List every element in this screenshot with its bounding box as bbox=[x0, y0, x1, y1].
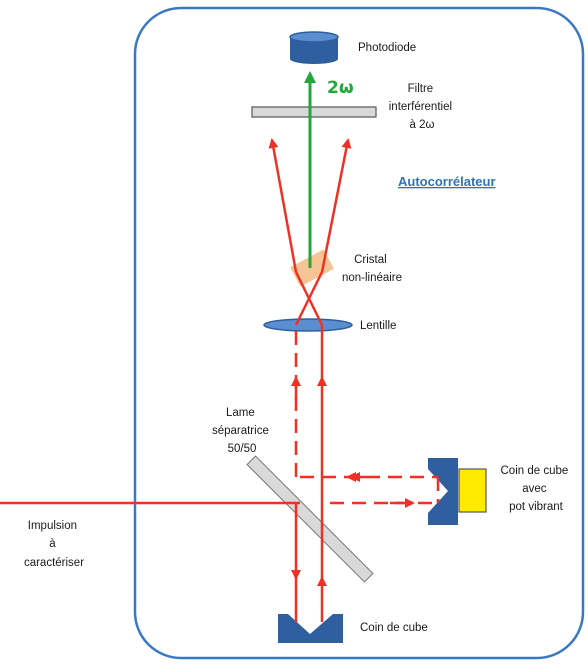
filter-label: Filtre interférentiel à 2ω bbox=[389, 83, 456, 131]
beam-crossing-right bbox=[294, 271, 324, 326]
crystal-label: Cristal non-linéaire bbox=[342, 254, 402, 284]
nonlinear-crystal-icon bbox=[290, 249, 334, 287]
input-pulse-label: Impulsion à caractériser bbox=[24, 520, 84, 569]
autocorrelator-title: Autocorrélateur bbox=[398, 174, 496, 189]
corner-cube-fixed-icon bbox=[278, 614, 343, 643]
beamsplitter-icon bbox=[246, 455, 374, 583]
piezo-vibrator-icon bbox=[458, 468, 487, 513]
beam-paths bbox=[0, 138, 440, 622]
corner-cube-vibrating-icon bbox=[428, 458, 487, 525]
corner-cube-fixed-label: Coin de cube bbox=[360, 622, 428, 634]
corner-cube-vibrating-label: Coin de cube avec pot vibrant bbox=[501, 465, 572, 513]
harmonic-label: 2ω bbox=[327, 78, 354, 98]
autocorrelator-enclosure bbox=[133, 6, 585, 660]
lens-icon bbox=[263, 318, 353, 332]
photodiode-icon bbox=[289, 31, 339, 64]
beamsplitter-label: Lame séparatrice 50/50 bbox=[212, 407, 272, 455]
lens-label: Lentille bbox=[360, 320, 396, 332]
interference-filter-icon bbox=[251, 106, 377, 118]
photodiode-label: Photodiode bbox=[358, 42, 416, 54]
